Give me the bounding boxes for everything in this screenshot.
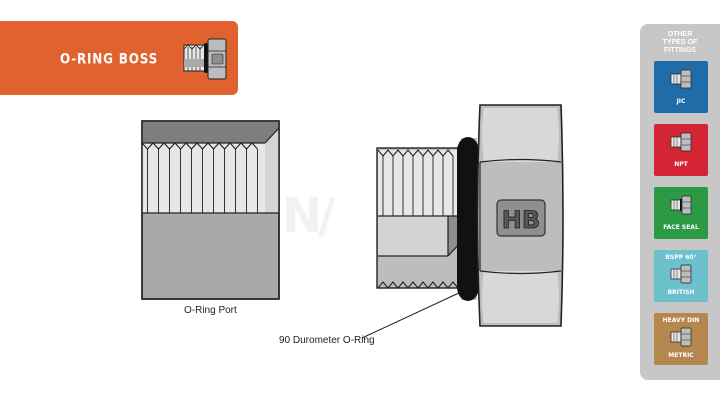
fitting-icon	[183, 38, 227, 80]
bspp-fitting-icon	[670, 264, 692, 284]
jic-label: JIC	[676, 98, 686, 105]
sidebar-title-line: FITTINGS	[664, 47, 696, 54]
fitting-thread-area	[378, 150, 462, 216]
header-title: O-RING BOSS	[60, 50, 159, 68]
hb-logo-plate	[496, 199, 546, 237]
npt-label: NPT	[674, 161, 688, 168]
fitting-type-header: O-RING BOSS	[0, 21, 238, 95]
fitting-bore	[378, 216, 448, 256]
heavy-din-label-top: HEAVY DIN	[662, 317, 700, 324]
thread-teeth	[141, 142, 258, 150]
bspp-label-bottom: BRITISH	[667, 289, 695, 296]
thread-teeth	[377, 149, 454, 157]
port-thread-area	[142, 143, 265, 213]
face-seal-fitting-icon	[670, 195, 692, 215]
oring-seal	[457, 137, 479, 301]
sidebar-title: OTHER TYPES OF FITTINGS	[640, 31, 720, 55]
npt-fitting-icon	[670, 132, 692, 152]
jic-fitting-icon	[670, 69, 692, 89]
oring-port	[141, 120, 280, 300]
heavy-din-fitting-icon	[670, 327, 692, 347]
bspp-label-top: BSPP 60°	[665, 254, 697, 261]
fitting-bottom-threads	[377, 281, 459, 289]
npt-button[interactable]: NPT	[654, 124, 708, 176]
port-top-band	[142, 121, 279, 143]
hex-logo: HB	[502, 206, 540, 234]
port-threads	[141, 142, 258, 213]
other-fittings-sidebar: OTHER TYPES OF FITTINGS JIC NPT	[640, 24, 720, 380]
heavy-din-label-bottom: METRIC	[668, 352, 694, 359]
jic-button[interactable]: JIC	[654, 61, 708, 113]
bspp-button[interactable]: BSPP 60° BRITISH	[654, 250, 708, 302]
heavy-din-button[interactable]: HEAVY DIN METRIC	[654, 313, 708, 365]
watermark: N	[282, 188, 322, 244]
fitting-threads	[377, 149, 454, 216]
face-seal-label: FACE SEAL	[663, 224, 699, 231]
oring-leader-line	[361, 291, 462, 339]
oring-label: 90 Durometer O-Ring	[279, 335, 375, 346]
face-seal-button[interactable]: FACE SEAL	[654, 187, 708, 239]
port-chamfer	[265, 128, 279, 213]
sidebar-title-line: TYPES OF	[662, 39, 698, 46]
male-fitting: HB	[376, 104, 564, 327]
sidebar-title-line: OTHER	[667, 31, 693, 38]
watermark: /	[318, 188, 336, 244]
port-label: O-Ring Port	[184, 305, 237, 316]
